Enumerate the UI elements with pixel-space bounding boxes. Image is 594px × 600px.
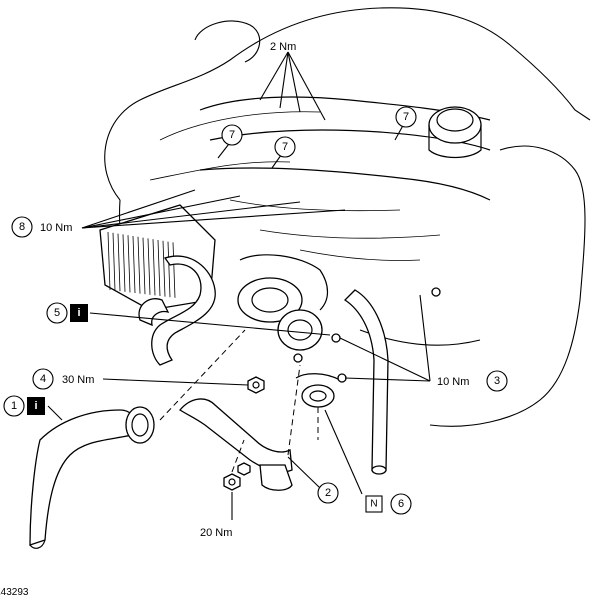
hose-1	[29, 406, 155, 549]
svg-text:5: 5	[54, 307, 60, 319]
downpipe	[343, 289, 389, 475]
svg-text:8: 8	[19, 221, 25, 233]
svg-text:2: 2	[325, 487, 331, 499]
svg-text:3: 3	[494, 375, 500, 387]
callout-4: 4	[32, 368, 54, 390]
callout-7-b: 7	[274, 136, 296, 158]
callout-1: 1 i	[3, 395, 45, 417]
torque-top-label: 2 Nm	[270, 41, 296, 53]
callout-5: 5 i	[46, 302, 88, 324]
bracket-2	[179, 398, 293, 491]
torque-left-upper-label: 10 Nm	[40, 222, 72, 234]
info-icon: i	[34, 400, 37, 412]
callout-3: 3	[486, 370, 508, 392]
callout-6: N 6	[365, 493, 412, 515]
torque-bottom-label: 20 Nm	[200, 527, 232, 539]
torque-left-mid-label: 30 Nm	[62, 374, 94, 386]
svg-text:7: 7	[229, 129, 235, 141]
alignment-dashes	[159, 329, 319, 473]
fasteners	[223, 287, 441, 491]
callout-7-c: 7	[395, 106, 417, 128]
torque-right-mid-label: 10 Nm	[437, 376, 469, 388]
svg-text:6: 6	[398, 498, 404, 510]
callout-2: 2	[317, 482, 339, 504]
engine-outline	[104, 7, 591, 427]
svg-text:7: 7	[282, 141, 288, 153]
turbocharger	[237, 254, 329, 351]
gasket-6	[295, 373, 341, 408]
svg-text:1: 1	[11, 400, 17, 412]
info-icon: i	[77, 307, 80, 319]
callout-8: 8	[11, 216, 33, 238]
oil-filler-cap	[428, 106, 482, 159]
svg-text:7: 7	[403, 111, 409, 123]
callout-7-a: 7	[221, 124, 243, 146]
figure-id: E43293	[0, 587, 29, 598]
svg-text:4: 4	[40, 373, 46, 385]
charge-air-cooler	[99, 204, 216, 311]
new-part-box: N	[370, 499, 377, 510]
